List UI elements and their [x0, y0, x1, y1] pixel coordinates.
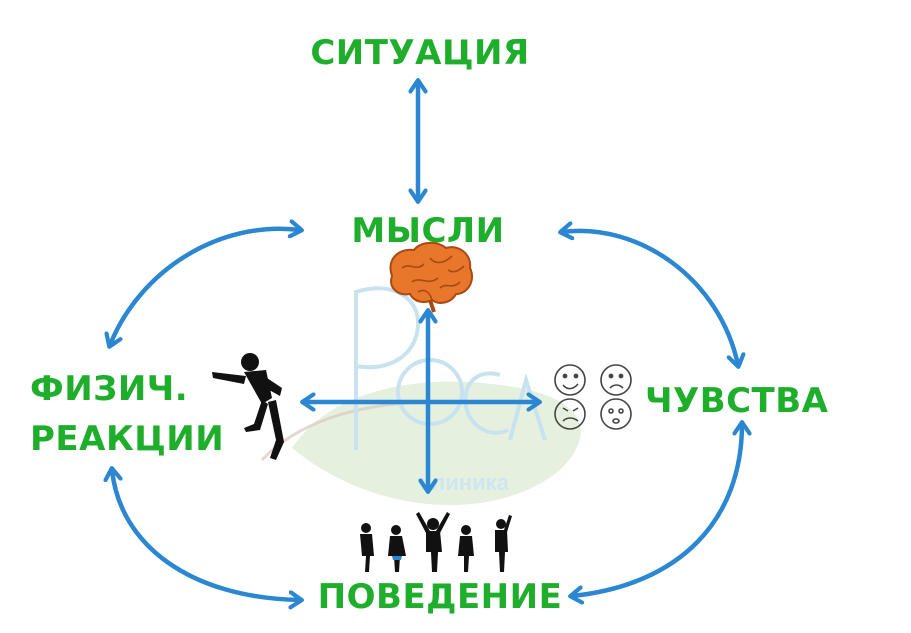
- running-man-icon: [212, 353, 284, 460]
- watermark-caption: клиника: [420, 470, 510, 495]
- people-group-icon: [360, 512, 512, 572]
- person-5: [495, 515, 512, 572]
- label-physical-line1: ФИЗИЧ.: [30, 369, 188, 409]
- label-situation: СИТУАЦИЯ: [310, 33, 529, 73]
- brain-icon: [389, 242, 474, 313]
- person-4: [458, 525, 474, 572]
- watermark-logo: клиника: [260, 286, 581, 506]
- watermark-letter-a: [508, 372, 547, 441]
- person-3: [416, 512, 450, 572]
- arrow-thoughts-physical: [110, 229, 300, 345]
- label-feelings: ЧУВСТВА: [645, 381, 829, 421]
- arrows: [110, 82, 742, 600]
- watermark-letter-p: [354, 286, 421, 450]
- arrow-feelings-behavior: [572, 424, 742, 596]
- person-2: [388, 525, 406, 572]
- label-physical-line2: РЕАКЦИИ: [30, 419, 224, 459]
- person-1: [360, 523, 374, 572]
- label-behavior: ПОВЕДЕНИЕ: [318, 577, 563, 617]
- emotion-faces-icon: [554, 364, 632, 430]
- arrow-thoughts-feelings: [562, 231, 738, 365]
- arrow-physical-behavior: [112, 470, 300, 600]
